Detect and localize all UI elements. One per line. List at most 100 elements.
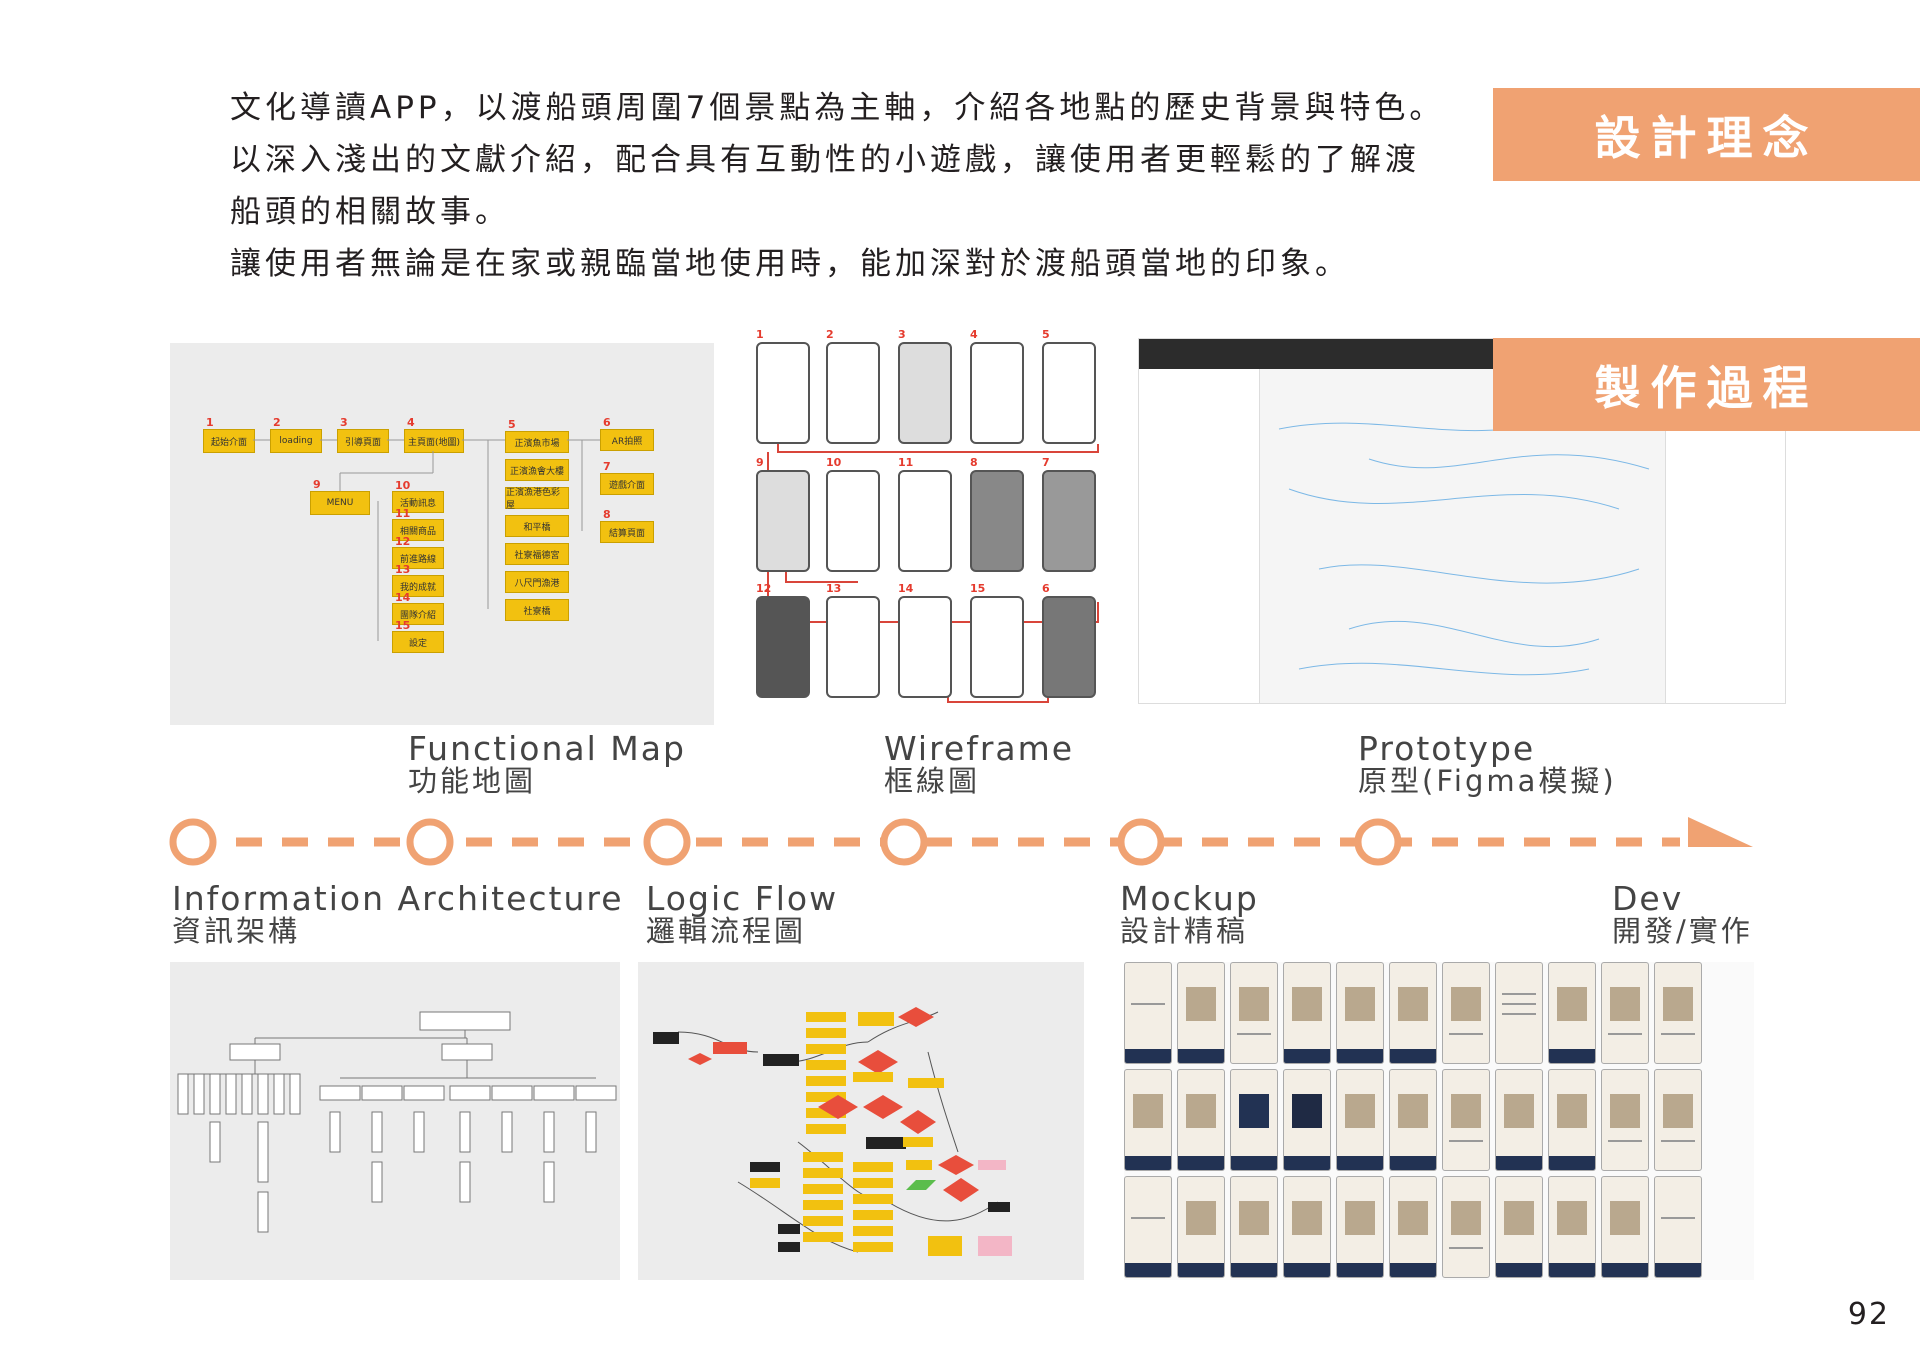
fm-box: 社寮福德宮 bbox=[505, 543, 569, 565]
intro-text: 文化導讀APP，以渡船頭周圍7個景點為主軸，介紹各地點的歷史背景與特色。 以深入… bbox=[230, 82, 1480, 290]
stage-mockup-en: Mockup bbox=[1120, 879, 1259, 918]
mockup-screen bbox=[1601, 962, 1649, 1064]
stage-wireframe: Wireframe 框線圖 bbox=[884, 729, 1075, 798]
logic-flow-image bbox=[638, 962, 1084, 1280]
timeline-node bbox=[880, 818, 928, 866]
intro-line-3: 船頭的相關故事。 bbox=[230, 194, 510, 230]
wf-num: 14 bbox=[898, 582, 914, 595]
wf-num: 2 bbox=[826, 328, 834, 341]
mockup-screen bbox=[1601, 1069, 1649, 1171]
process-timeline bbox=[169, 817, 1753, 866]
mockup-screen bbox=[1230, 1069, 1278, 1171]
functional-map-connectors bbox=[253, 439, 600, 641]
mockup-screen bbox=[1442, 962, 1490, 1064]
stage-wireframe-en: Wireframe bbox=[884, 729, 1075, 768]
logic-flow-chart bbox=[653, 1007, 1012, 1256]
mockup-screen bbox=[1654, 1069, 1702, 1171]
wireframe-image: 1 2 3 4 5 9 10 11 8 7 12 13 14 15 6 bbox=[738, 328, 1120, 712]
fm-box: 相關商品 bbox=[392, 519, 444, 541]
stage-wireframe-zh: 框線圖 bbox=[884, 764, 981, 798]
stage-prototype: Prototype 原型(Figma模擬) bbox=[1358, 729, 1617, 797]
mockup-screen bbox=[1548, 962, 1596, 1064]
stage-mockup: Mockup 設計精稿 bbox=[1120, 879, 1259, 948]
mockup-screen bbox=[1336, 1069, 1384, 1171]
stage-functional-map-en: Functional Map bbox=[408, 729, 686, 768]
wf-num: 10 bbox=[826, 456, 842, 469]
figma-layers-panel bbox=[1139, 369, 1260, 703]
timeline-node bbox=[1354, 818, 1402, 866]
stage-information-architecture: Information Architecture 資訊架構 bbox=[172, 882, 624, 947]
fm-num: 9 bbox=[313, 478, 321, 491]
wireframe-screen bbox=[898, 596, 952, 698]
fm-num: 7 bbox=[603, 460, 611, 473]
stage-logic-flow-zh: 邏輯流程圖 bbox=[646, 914, 807, 948]
mockup-screen bbox=[1548, 1176, 1596, 1278]
fm-num: 5 bbox=[508, 418, 516, 431]
wireframe-screen bbox=[756, 596, 810, 698]
mockup-screen bbox=[1230, 1176, 1278, 1278]
wireframe-screen bbox=[970, 596, 1024, 698]
mockup-screen bbox=[1442, 1069, 1490, 1171]
mockup-screen bbox=[1548, 1069, 1596, 1171]
information-architecture-image bbox=[170, 962, 620, 1280]
fm-num: 10 bbox=[395, 479, 411, 492]
mockup-screen bbox=[1124, 1176, 1172, 1278]
wireframe-screen bbox=[1042, 470, 1096, 572]
fm-box: 正濱魚市場 bbox=[505, 431, 569, 453]
wf-num: 15 bbox=[970, 582, 986, 595]
mockup-screen bbox=[1336, 1176, 1384, 1278]
wf-num: 7 bbox=[1042, 456, 1050, 469]
wf-num: 4 bbox=[970, 328, 978, 341]
wf-num: 1 bbox=[756, 328, 764, 341]
wf-num: 6 bbox=[1042, 582, 1050, 595]
mockup-screen bbox=[1283, 1176, 1331, 1278]
fm-box: loading bbox=[270, 429, 322, 453]
fm-num: 15 bbox=[395, 619, 411, 632]
mockup-screen bbox=[1177, 1176, 1225, 1278]
mockup-screen bbox=[1177, 962, 1225, 1064]
stage-mockup-zh: 設計精稿 bbox=[1120, 914, 1249, 948]
fm-num: 3 bbox=[340, 416, 348, 429]
timeline-arrow-head bbox=[1688, 817, 1753, 847]
fm-box: 引導頁面 bbox=[337, 429, 389, 453]
mockup-screen bbox=[1389, 962, 1437, 1064]
wireframe-screen bbox=[898, 342, 952, 444]
stage-logic-flow-en: Logic Flow bbox=[646, 879, 839, 918]
mockup-screen bbox=[1230, 962, 1278, 1064]
functional-map-image: 起始介面 loading 引導頁面 主頁面(地圖) 正濱魚市場 正濱漁會大樓 正… bbox=[170, 343, 714, 725]
fm-num: 6 bbox=[603, 416, 611, 429]
wireframe-screen bbox=[970, 470, 1024, 572]
fm-box: 社寮橋 bbox=[505, 599, 569, 621]
intro-line-2: 以深入淺出的文獻介紹，配合具有互動性的小遊戲，讓使用者更輕鬆的了解渡 bbox=[230, 142, 1420, 178]
wireframe-screen bbox=[898, 470, 952, 572]
mockup-screen bbox=[1601, 1176, 1649, 1278]
stage-prototype-en: Prototype bbox=[1358, 729, 1536, 768]
wireframe-screen bbox=[826, 596, 880, 698]
wf-num: 11 bbox=[898, 456, 914, 469]
mockup-screen bbox=[1495, 1176, 1543, 1278]
mockup-screen bbox=[1495, 962, 1543, 1064]
wf-num: 9 bbox=[756, 456, 764, 469]
fm-num: 14 bbox=[395, 591, 411, 604]
stage-functional-map: Functional Map 功能地圖 bbox=[408, 729, 686, 798]
mockup-screen bbox=[1495, 1069, 1543, 1171]
design-concept-banner: 設計理念 bbox=[1493, 88, 1920, 181]
wireframe-screen bbox=[826, 342, 880, 444]
wireframe-screen bbox=[826, 470, 880, 572]
fm-box: 八尺門漁港 bbox=[505, 571, 569, 593]
mockup-screen bbox=[1283, 962, 1331, 1064]
fm-box: 正濱漁會大樓 bbox=[505, 459, 569, 481]
fm-num: 12 bbox=[395, 535, 411, 548]
fm-box: 前進路線 bbox=[392, 547, 444, 569]
mockup-screen bbox=[1177, 1069, 1225, 1171]
mockup-screen bbox=[1124, 962, 1172, 1064]
timeline-node bbox=[406, 818, 454, 866]
fm-num: 11 bbox=[395, 507, 411, 520]
intro-line-1: 文化導讀APP，以渡船頭周圍7個景點為主軸，介紹各地點的歷史背景與特色。 bbox=[230, 90, 1445, 126]
timeline-node bbox=[1117, 818, 1165, 866]
fm-box: 正濱漁港色彩屋 bbox=[505, 487, 569, 511]
mockup-screen bbox=[1389, 1176, 1437, 1278]
stage-dev: Dev 開發/實作 bbox=[1612, 882, 1753, 947]
mockup-screen bbox=[1442, 1176, 1490, 1278]
stage-functional-map-zh: 功能地圖 bbox=[408, 764, 537, 798]
